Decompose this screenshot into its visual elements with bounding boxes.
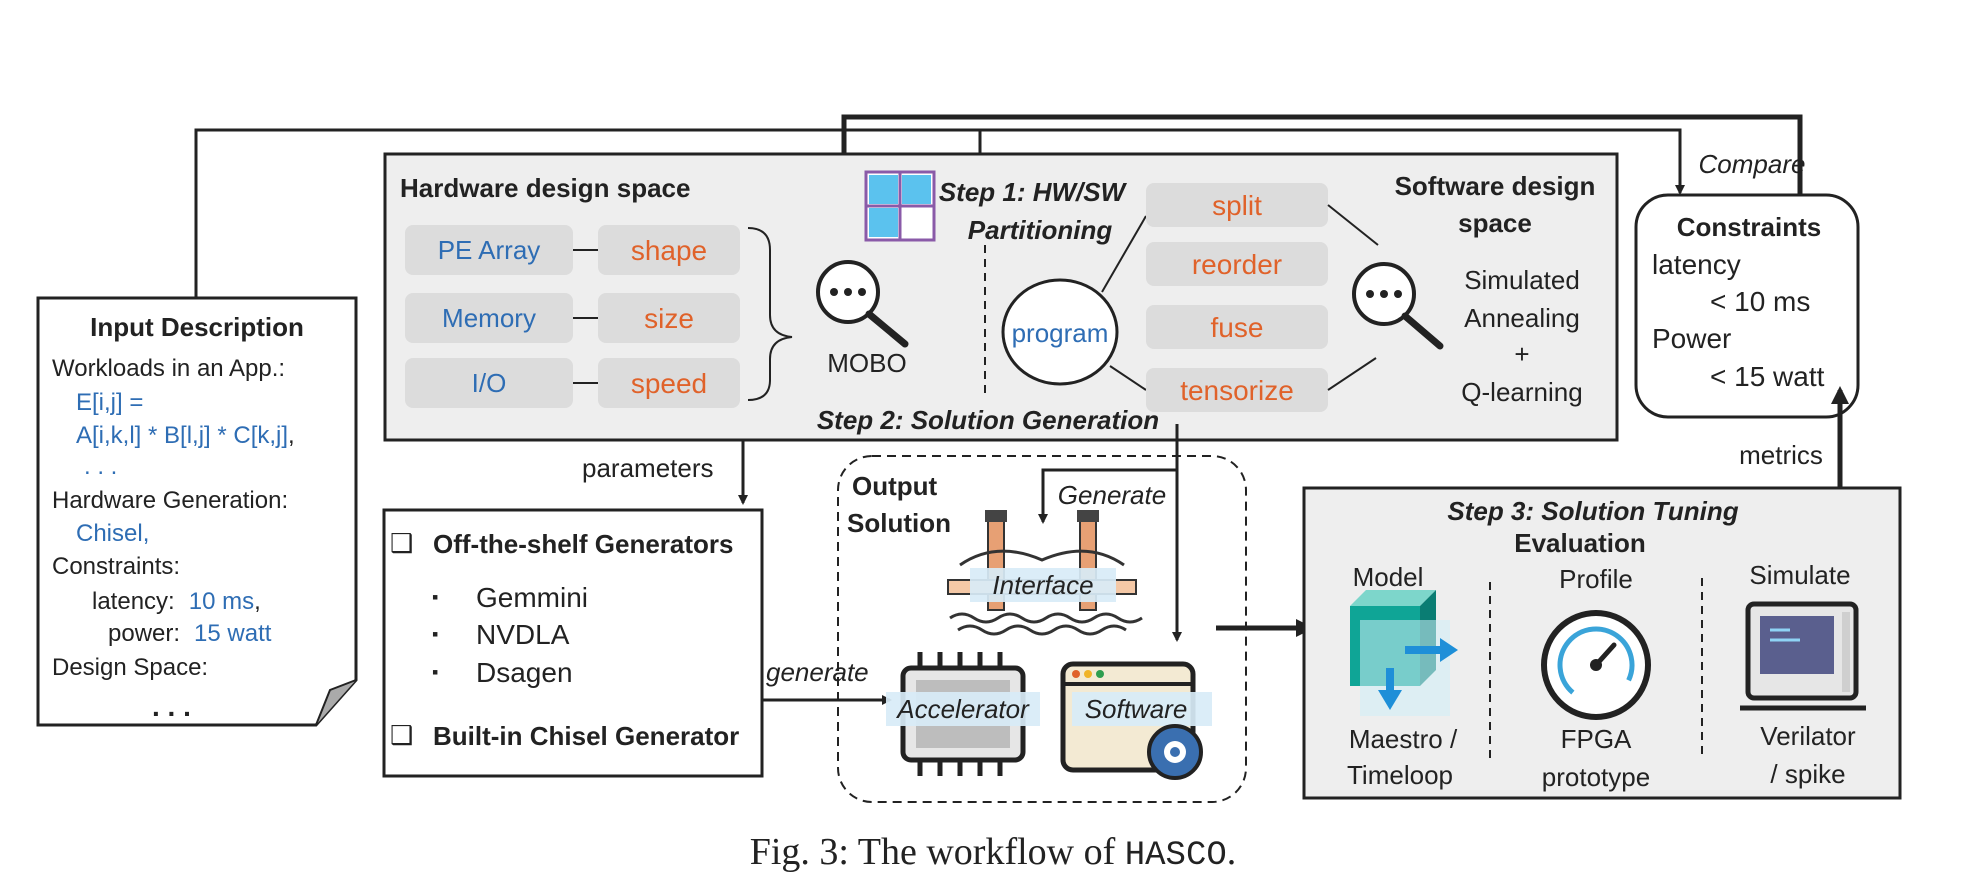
hw-left-label: I/O — [472, 368, 507, 398]
generator-item: NVDLA — [476, 619, 570, 650]
sw-design-space-title-line2: space — [1458, 208, 1532, 238]
bullet-icon: ▪ — [432, 587, 438, 607]
mobo-label: MOBO — [827, 348, 906, 378]
hw-right-label: speed — [631, 368, 707, 399]
simulate-computer-icon — [1740, 601, 1866, 711]
simulate-foot2: / spike — [1770, 759, 1845, 789]
generator-item: Dsagen — [476, 657, 573, 688]
sw-primitive-fuse: fuse — [1146, 305, 1328, 349]
sw-primitive-label: split — [1212, 190, 1262, 221]
profile-foot1: FPGA — [1561, 724, 1632, 754]
equation-line2: A[i,k,l] * B[l,j] * C[k,j], — [76, 422, 295, 449]
profile-gauge-icon — [1541, 610, 1651, 720]
sw-search-magnifier-icon — [1352, 262, 1444, 350]
equation-line1: E[i,j] = — [76, 389, 143, 416]
input-description-box: Input Description Workloads in an App.: … — [36, 296, 358, 727]
sw-primitive-tensorize: tensorize — [1146, 368, 1328, 412]
design-space-dots: . . . — [152, 691, 191, 722]
constraints-label: Constraints: — [52, 553, 180, 580]
constraints-box: Compare Constraints latency < 10 ms Powe… — [1634, 149, 1860, 419]
accelerator-chip-icon — [886, 652, 1040, 776]
generator-list: ▪ Gemmini ▪ NVDLA ▪ Dsagen — [432, 582, 588, 688]
parameters-label: parameters — [582, 453, 714, 483]
sw-method-line2: Annealing — [1464, 303, 1580, 333]
hw-brace — [747, 227, 793, 401]
generate-upper-label: Generate — [1058, 480, 1166, 510]
step1-label-line2: Partitioning — [968, 215, 1113, 245]
software-label: Software — [1085, 694, 1188, 724]
sw-design-space-title-line1: Software design — [1395, 171, 1596, 201]
off-the-shelf-heading: Off-the-shelf Generators — [433, 529, 734, 559]
power-constraint: power:15 watt — [108, 620, 272, 647]
accelerator-label: Accelerator — [895, 694, 1030, 724]
equation-dots: . . . — [84, 453, 117, 480]
evaluation-box: Step 3: Solution Tuning Evaluation Model… — [1302, 486, 1902, 800]
chisel-value: Chisel, — [76, 520, 149, 547]
bullet-icon: ▪ — [432, 624, 438, 644]
model-head: Model — [1353, 562, 1424, 592]
model-foot1: Maestro / — [1349, 724, 1458, 754]
design-space-label: Design Space: — [52, 654, 208, 681]
program-label: program — [1012, 318, 1109, 348]
checkbox-icon: ❑ — [390, 720, 413, 750]
model-cube-icon — [1350, 590, 1458, 716]
checkbox-icon: ❑ — [390, 528, 413, 558]
program-node — [1001, 278, 1119, 386]
constraints-latency-value: < 10 ms — [1710, 286, 1810, 317]
step2-label: Step 2: Solution Generation — [817, 405, 1159, 435]
sw-method-line3: + — [1514, 339, 1529, 369]
built-in-heading: Built-in Chisel Generator — [433, 721, 739, 751]
partition-grid-icon — [864, 170, 936, 242]
output-title-line2: Solution — [847, 508, 951, 538]
hw-row-memory: Memory size — [405, 293, 740, 343]
workloads-label: Workloads in an App.: — [52, 355, 285, 382]
generate-lower-label: generate — [766, 657, 869, 687]
figure-caption: Fig. 3: The workflow of HASCO. — [750, 831, 1237, 875]
input-title: Input Description — [90, 312, 304, 342]
sw-primitive-reorder: reorder — [1146, 242, 1328, 286]
step1-label-line1: Step 1: HW/SW — [939, 177, 1128, 207]
hw-left-label: Memory — [442, 303, 536, 333]
bullet-icon: ▪ — [432, 662, 438, 682]
sw-method-line1: Simulated — [1464, 265, 1580, 295]
constraints-latency: latency — [1652, 249, 1741, 280]
sw-method-line4: Q-learning — [1461, 377, 1582, 407]
interface-bridge-icon — [947, 510, 1143, 636]
profile-foot2: prototype — [1542, 762, 1650, 792]
compare-label: Compare — [1699, 149, 1806, 179]
step3-title: Step 3: Solution Tuning — [1447, 496, 1738, 526]
hw-generation-label: Hardware Generation: — [52, 487, 288, 514]
constraints-title: Constraints — [1677, 212, 1821, 242]
simulate-head: Simulate — [1749, 560, 1850, 590]
model-foot2: Timeloop — [1347, 760, 1453, 790]
latency-constraint: latency:10 ms, — [92, 588, 261, 615]
generator-item: Gemmini — [476, 582, 588, 613]
design-space-panel: Hardware design space PE Array shape Mem… — [383, 152, 1619, 442]
step3-subtitle: Evaluation — [1514, 528, 1645, 558]
profile-head: Profile — [1559, 564, 1633, 594]
hw-left-label: PE Array — [438, 235, 541, 265]
sw-primitive-split: split — [1146, 183, 1328, 227]
constraints-power: Power — [1652, 323, 1731, 354]
software-window-icon — [1060, 661, 1212, 780]
sw-primitive-label: tensorize — [1180, 375, 1294, 406]
generators-box: ❑ Off-the-shelf Generators ▪ Gemmini ▪ N… — [382, 508, 764, 778]
metrics-label: metrics — [1739, 440, 1823, 470]
output-solution-box: Output Solution Generate Interface — [837, 424, 1247, 803]
simulate-foot1: Verilator — [1760, 721, 1856, 751]
hw-row-io: I/O speed — [405, 358, 740, 408]
hw-row-pe-array: PE Array shape — [405, 225, 740, 275]
hw-design-space-title: Hardware design space — [400, 173, 690, 203]
mobo-magnifier-icon — [816, 260, 909, 348]
hw-right-label: shape — [631, 235, 707, 266]
interface-label: Interface — [992, 570, 1093, 600]
sw-primitive-label: fuse — [1211, 312, 1264, 343]
hw-right-label: size — [644, 303, 694, 334]
output-title-line1: Output — [852, 471, 938, 501]
sw-primitive-label: reorder — [1192, 249, 1282, 280]
constraints-power-value: < 15 watt — [1710, 361, 1825, 392]
